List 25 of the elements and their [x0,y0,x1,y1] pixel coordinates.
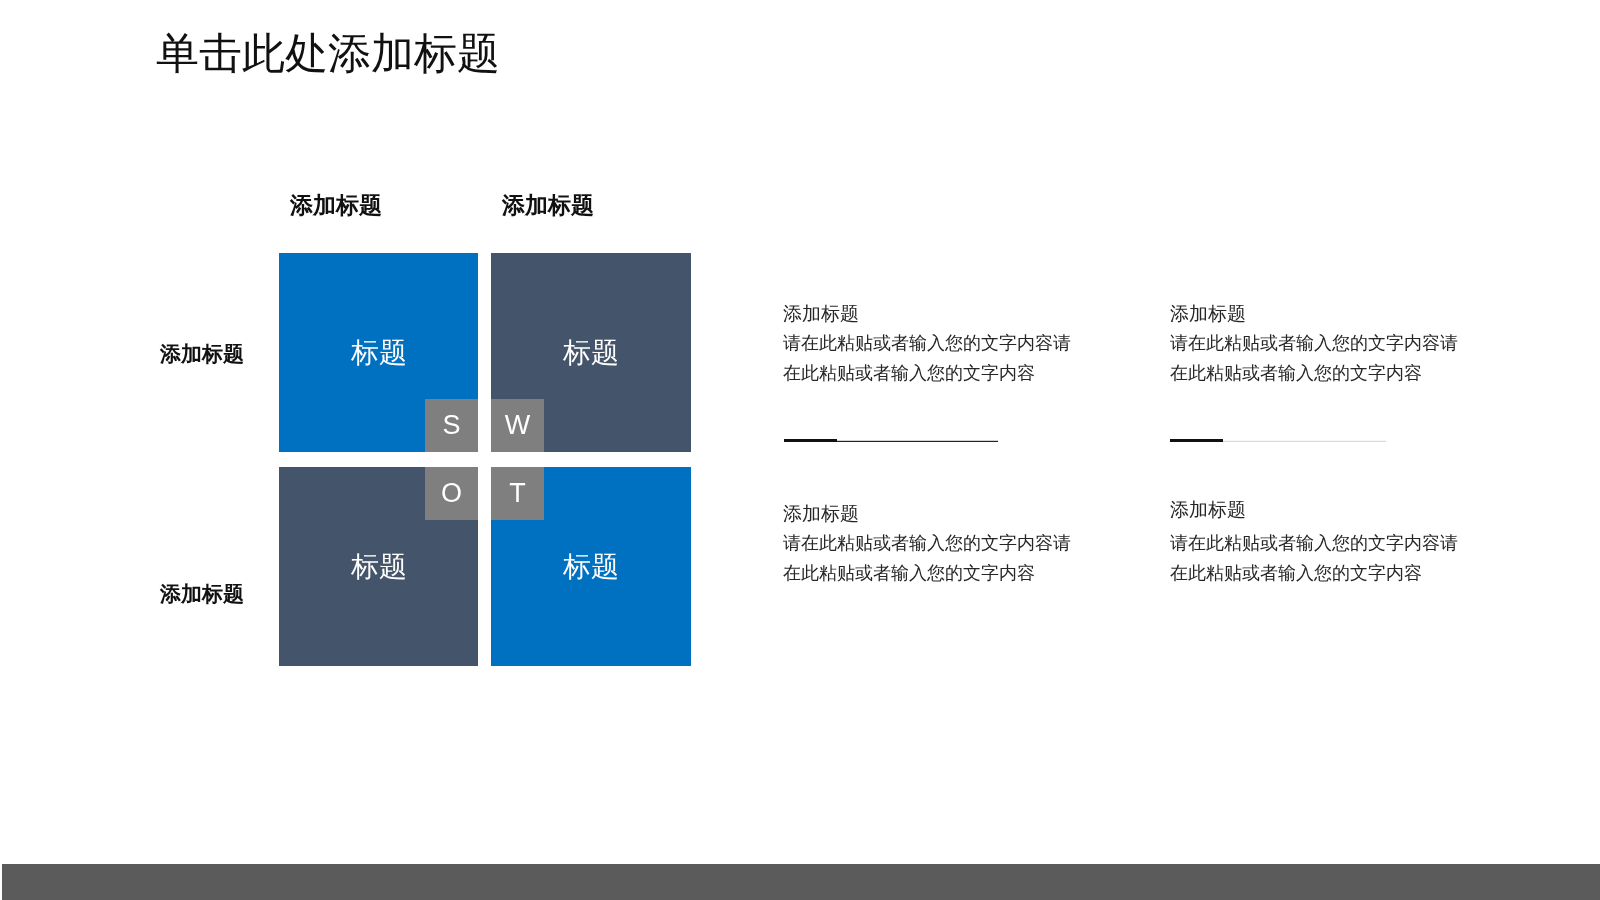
body-text: 请在此粘贴或者输入您的文字内容请在此粘贴或者输入您的文字内容 [1170,331,1459,385]
row-heading: 添加标题 [160,581,244,607]
body-text: 请在此粘贴或者输入您的文字内容请在此粘贴或者输入您的文字内容 [783,331,1072,385]
letter-tile: O [425,467,478,520]
slide-title: 单击此处添加标题 [156,28,500,79]
letter-tile: W [491,399,544,452]
quadrant-panel [491,467,691,666]
block-heading: 添加标题 [1170,302,1246,326]
tile-label: 标题 [350,549,407,584]
block-heading: 添加标题 [783,502,859,526]
tile-label: 标题 [563,335,619,370]
body-text: 请在此粘贴或者输入您的文字内容请在此粘贴或者输入您的文字内容 [1170,531,1459,585]
quadrant-panel [279,467,478,666]
tile-label: 标题 [350,335,407,370]
letter-tile: S [425,399,478,452]
letter-tile: T [491,467,544,520]
quadrant-panel [491,253,691,452]
column-heading: 添加标题 [502,191,594,220]
block-heading: 添加标题 [1170,498,1246,522]
block-heading: 添加标题 [783,302,859,326]
body-text: 请在此粘贴或者输入您的文字内容请在此粘贴或者输入您的文字内容 [783,531,1072,585]
column-heading: 添加标题 [290,191,382,220]
quadrant-panel [279,253,478,452]
row-heading: 添加标题 [160,341,244,367]
tile-label: 标题 [563,549,619,584]
